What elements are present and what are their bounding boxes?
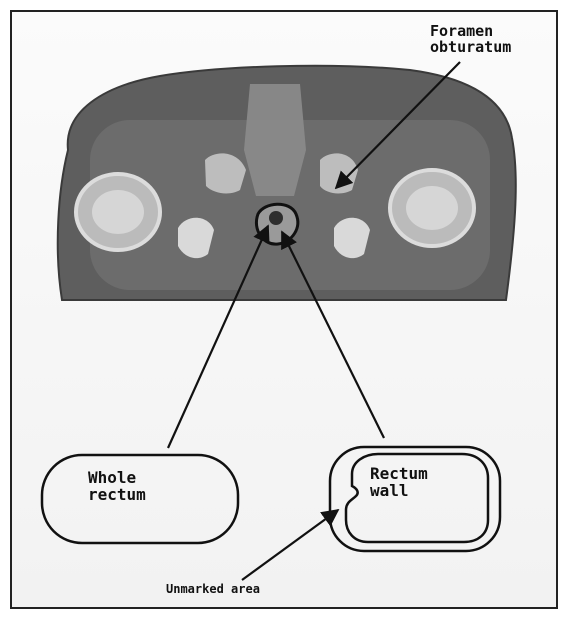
femoral-head-left-inner bbox=[92, 190, 144, 234]
unmarked-area-label: Unmarked area bbox=[166, 583, 260, 596]
unmarked-area-arrow bbox=[242, 510, 338, 580]
rectum-wall-label: Rectum wall bbox=[370, 466, 428, 500]
whole-rectum-label: Whole rectum bbox=[88, 470, 146, 504]
rectum-lumen bbox=[269, 211, 283, 225]
ct-scan-image bbox=[58, 66, 516, 300]
sacrum-shape bbox=[244, 84, 306, 196]
foramen-obturatum-label: Foramen obturatum bbox=[430, 24, 511, 56]
femoral-head-right-inner bbox=[406, 186, 458, 230]
